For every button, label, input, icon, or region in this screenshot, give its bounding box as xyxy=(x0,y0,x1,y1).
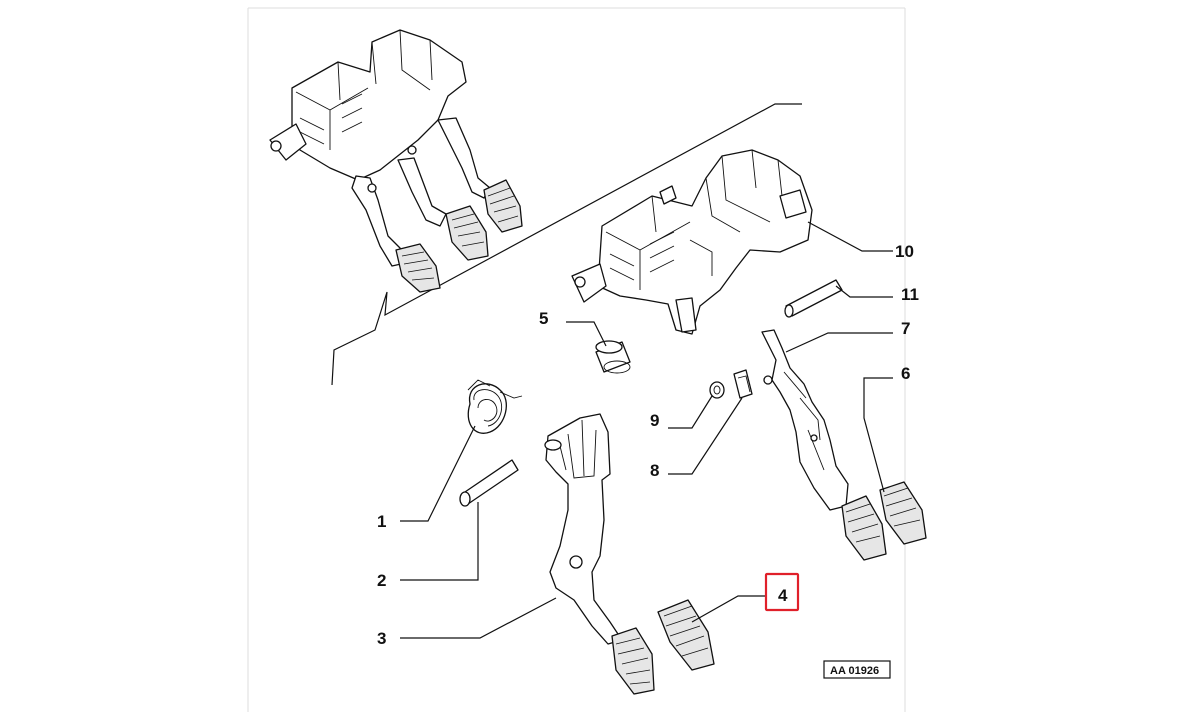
leader-11 xyxy=(835,285,893,298)
assembled-pedal-box xyxy=(269,29,523,293)
part-9-ring xyxy=(709,381,725,399)
callout-9: 9 xyxy=(650,411,659,430)
reference-code-box xyxy=(823,660,891,679)
callout-11: 11 xyxy=(901,285,919,304)
page-frame xyxy=(247,7,906,712)
leader-3 xyxy=(400,597,557,639)
leader-6 xyxy=(863,377,893,493)
part-3-pedal-lever xyxy=(544,413,655,695)
part-6-pedal-pad xyxy=(879,481,927,545)
leader-10 xyxy=(807,221,893,252)
part-1-return-spring xyxy=(467,379,523,434)
part-7-pedal-lever xyxy=(761,329,887,561)
reference-code: AA 01926 xyxy=(830,665,879,677)
callout-5: 5 xyxy=(539,309,548,328)
callout-2: 2 xyxy=(377,571,386,590)
part-8-clip xyxy=(733,369,753,399)
leader-5 xyxy=(566,321,607,347)
part-2-pivot-pin xyxy=(459,459,519,507)
callout-4-highlight-box xyxy=(764,572,800,612)
leader-9 xyxy=(668,395,713,429)
part-11-pivot-pin xyxy=(784,279,843,318)
callout-1: 1 xyxy=(377,512,386,531)
leader-2 xyxy=(400,502,479,581)
callout-3: 3 xyxy=(377,629,386,648)
section-divider xyxy=(331,103,802,386)
callout-10: 10 xyxy=(895,242,914,261)
part-5-bushing xyxy=(595,340,631,374)
part-4-pedal-pad xyxy=(657,599,715,671)
leader-4 xyxy=(691,595,766,623)
callout-7: 7 xyxy=(901,319,910,338)
leader-1 xyxy=(400,425,476,522)
callout-8: 8 xyxy=(650,461,659,480)
part-10-pedal-box xyxy=(571,149,813,335)
leader-7 xyxy=(785,332,893,353)
callout-6: 6 xyxy=(901,364,910,383)
callout-4: 4 xyxy=(778,586,788,605)
leader-8 xyxy=(668,397,743,475)
